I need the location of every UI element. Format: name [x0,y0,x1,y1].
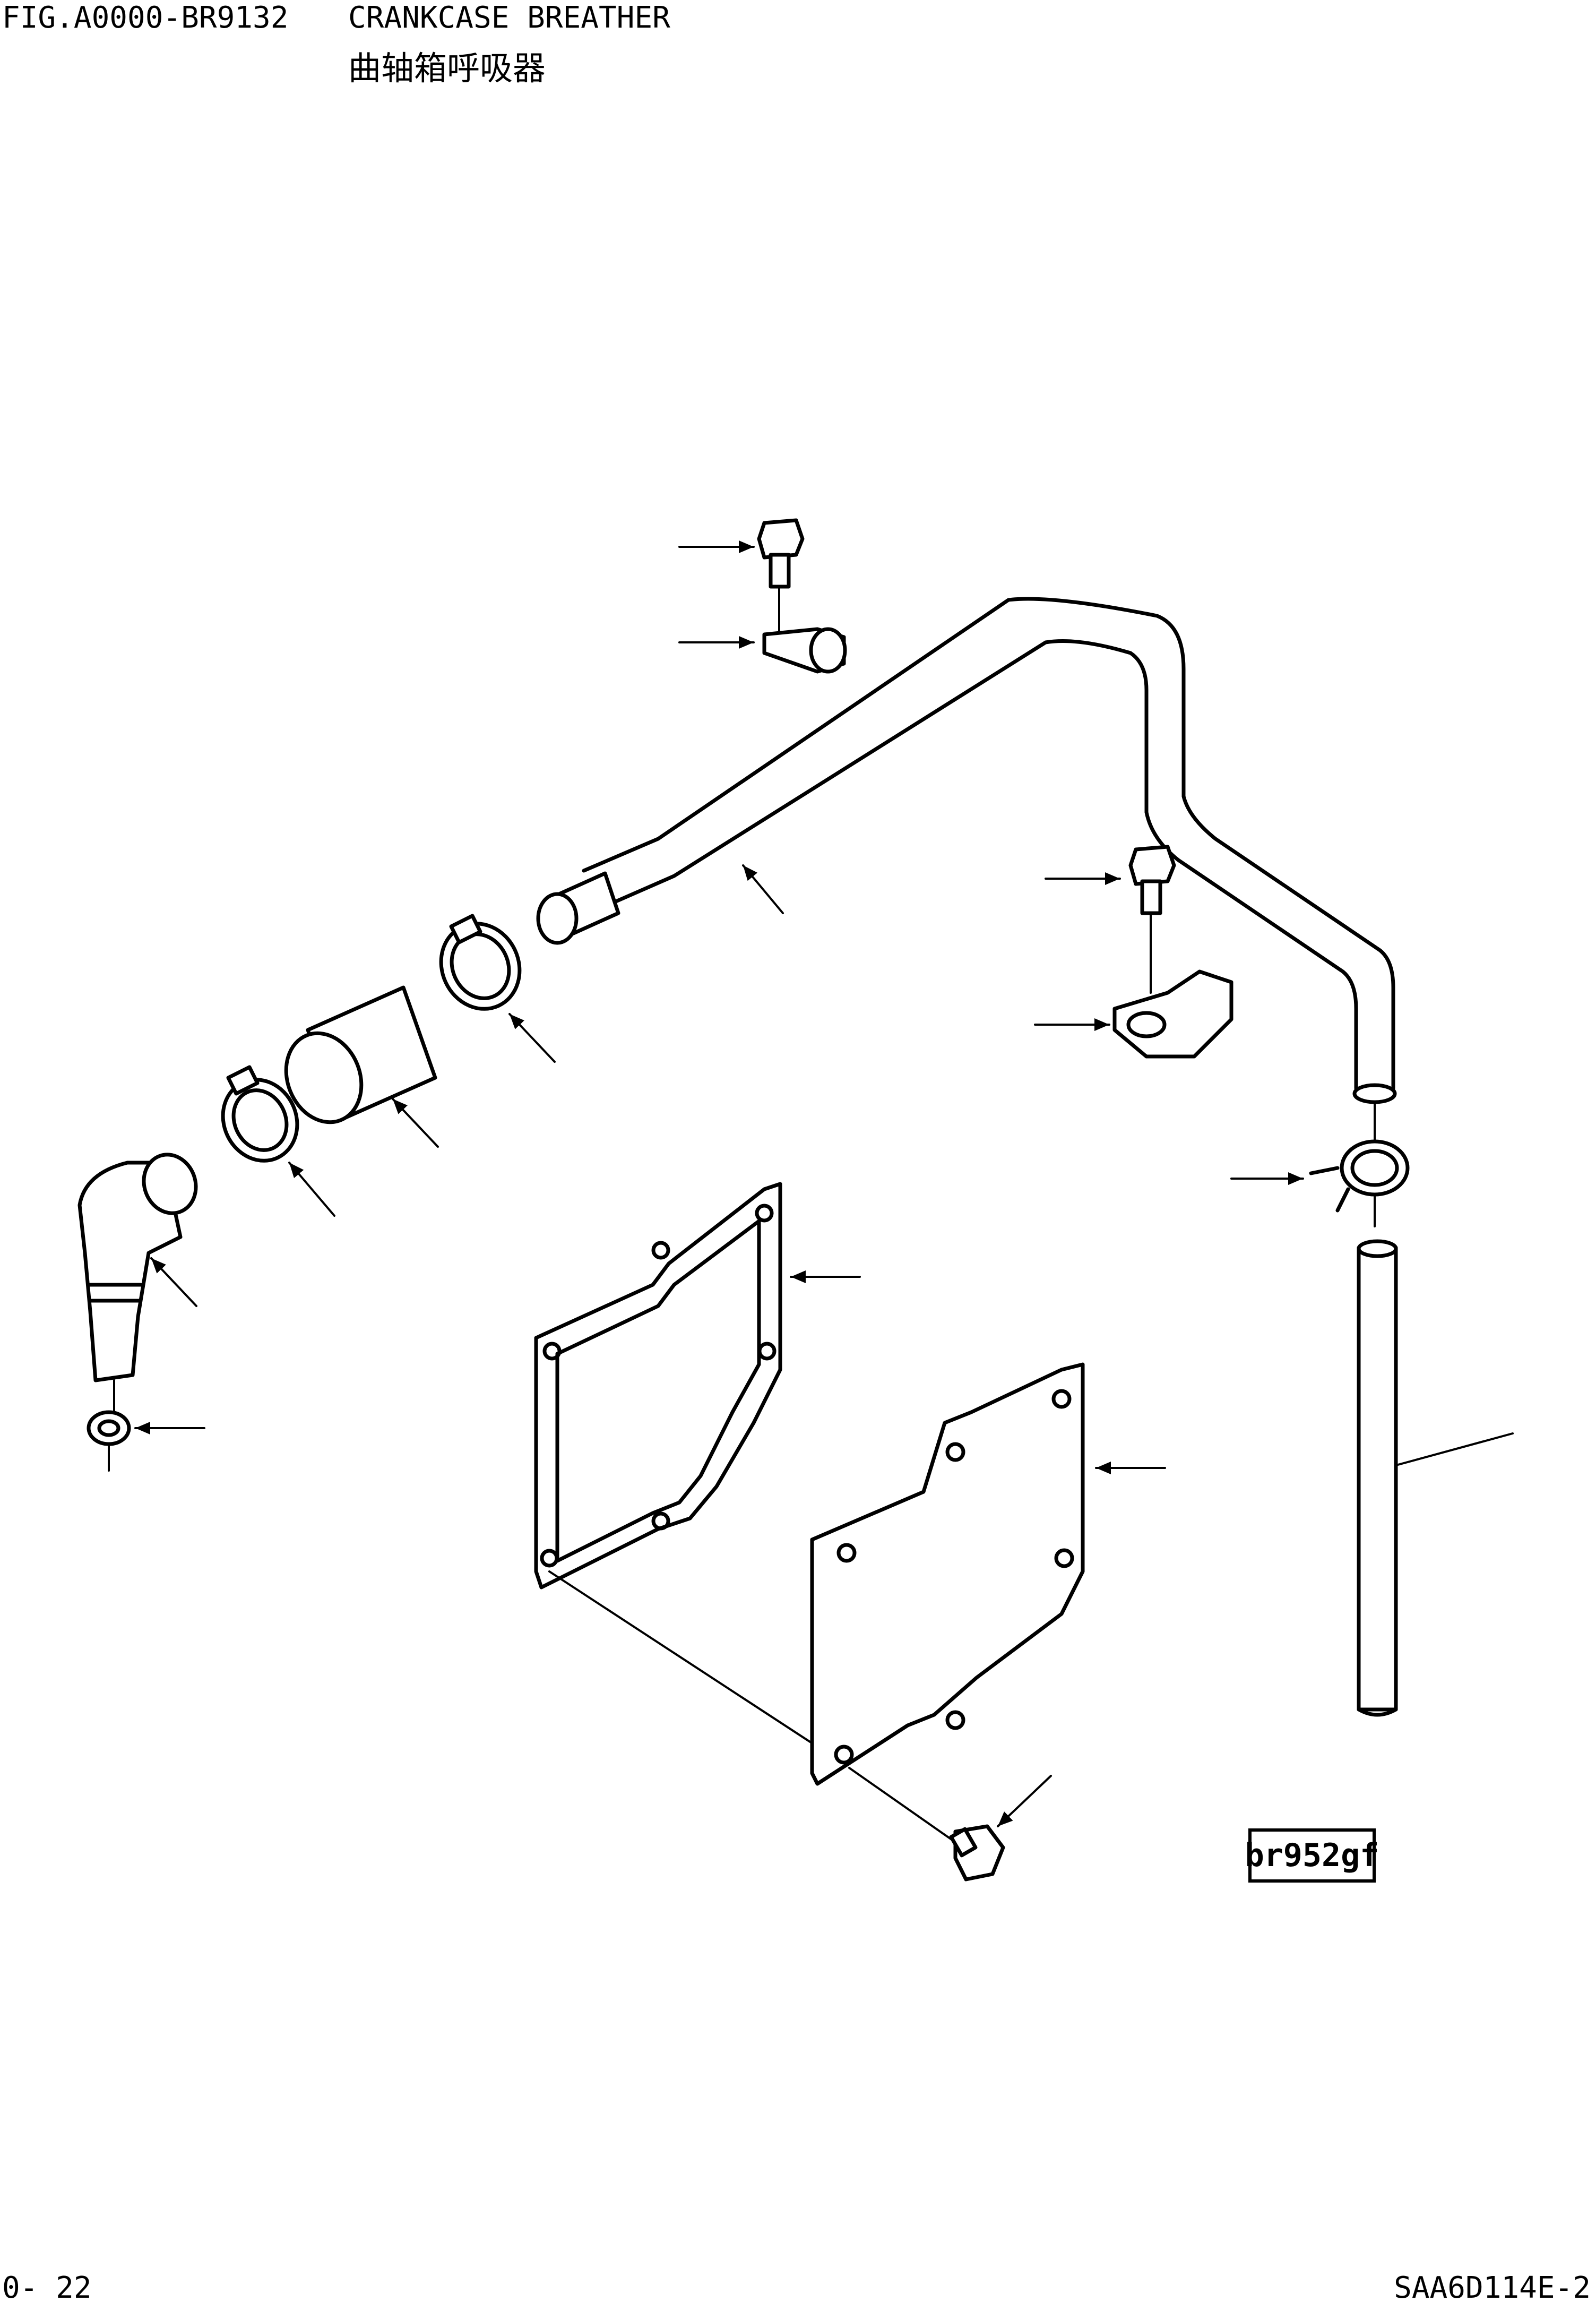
elbow-breather [77,1153,198,1413]
right-clamp [1112,969,1233,1059]
tube-end-hose [536,871,620,945]
reference-code-box: br952gf [1245,1828,1379,1883]
rubber-hose [284,985,437,1124]
reference-code: br952gf [1245,1837,1379,1874]
vertical-pipe [1357,1239,1514,1717]
breather-tube [582,597,1397,1104]
hose-clamp-upper [439,914,522,1011]
cover-plate [810,1362,1085,1843]
hose-clamp-lower [221,1065,299,1163]
page-number: 0- 22 [2,2271,92,2305]
top-bolt [757,518,805,635]
spring-clamp-right [1309,1103,1410,1227]
elbow-seal-ring [87,1410,131,1472]
right-bolt [1128,845,1176,994]
top-clip [762,627,847,674]
figure-title-chinese: 曲轴箱呼吸器 [348,49,546,88]
leader-arrows [134,540,1304,1827]
figure-number: FIG.A0000-BR9132 [2,1,289,35]
model-code: SAA6D114E-2 [1394,2271,1591,2305]
gasket [534,1182,818,1748]
figure-title: CRANKCASE BREATHER [348,1,670,35]
cover-bolt [949,1824,1005,1882]
